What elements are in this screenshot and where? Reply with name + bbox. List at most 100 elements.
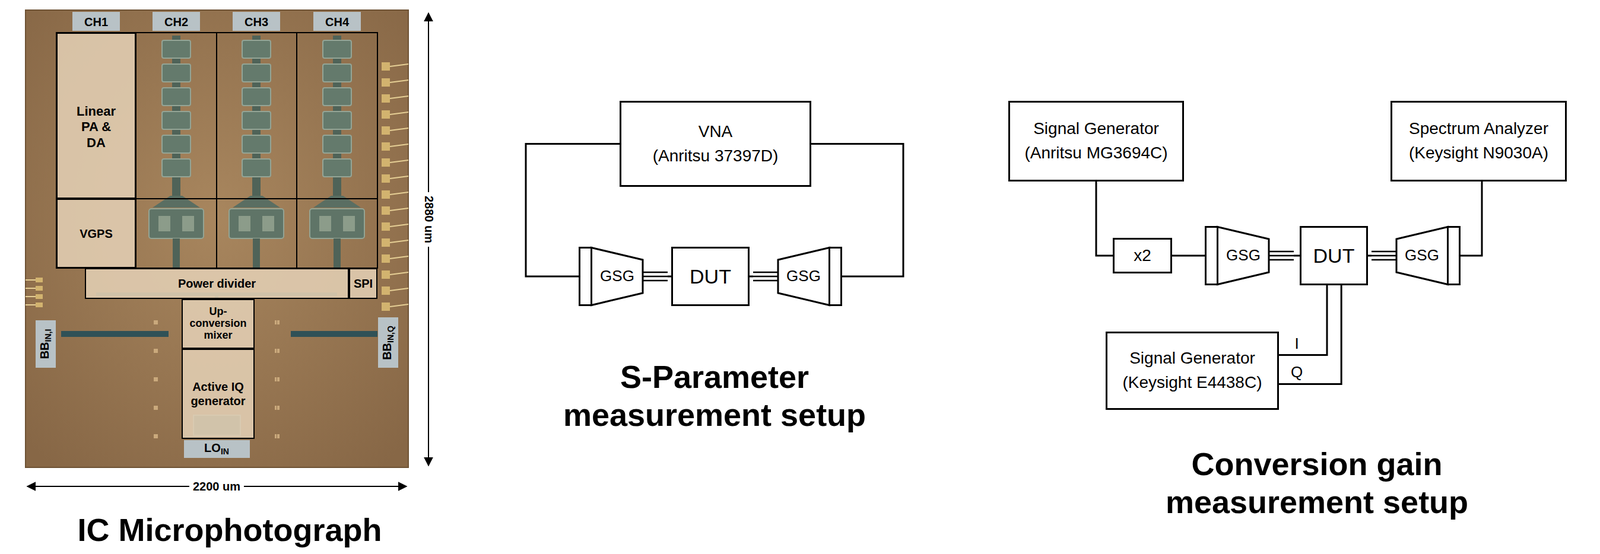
connector-line: [1293, 255, 1300, 257]
channel-label: CH1: [84, 15, 109, 30]
probe-tip: [1371, 259, 1397, 262]
chip-block: Up-conversion mixer: [181, 299, 255, 349]
pin-label: BBIN,I: [37, 329, 53, 360]
probe-tip: [753, 275, 779, 278]
multiplier-box: x2: [1112, 237, 1173, 274]
probe-body: [778, 248, 830, 306]
via-row: [274, 320, 280, 440]
chip-block: SPI: [348, 268, 378, 300]
probe-tip: [1371, 251, 1397, 253]
caption: Conversion gain measurement setup: [1165, 446, 1469, 520]
baseband-line: [61, 331, 169, 338]
caption: S-Parameter measurement setup: [563, 359, 866, 433]
probe-tip: [753, 280, 779, 282]
chip-block: Active IQ generator: [181, 348, 255, 440]
signal-label: I: [1292, 335, 1301, 352]
via-row: [153, 320, 159, 440]
box-label: (Anritsu MG3694C): [1024, 141, 1168, 166]
probe-label: GSG: [1404, 246, 1440, 265]
bond-pad: [35, 277, 43, 283]
baseband-line: [290, 331, 378, 338]
connector-line: [1172, 255, 1205, 257]
caption: IC Microphotograph: [77, 512, 383, 548]
dc-pads: [381, 62, 409, 319]
channel-label: CH2: [164, 15, 189, 30]
probe-label-area: GSG: [778, 246, 830, 307]
block-label: SPI: [353, 276, 373, 291]
pa-chain: [229, 35, 284, 269]
bb-pad: [378, 317, 399, 368]
pin-label: BBIN,Q: [380, 325, 396, 361]
connector-line: [749, 275, 754, 278]
probe-shape: [1205, 227, 1295, 285]
rf-pad: [232, 11, 281, 31]
probe-label-area: GSG: [1217, 226, 1269, 286]
bond-wire: [25, 280, 36, 306]
gsg-probe: GSG: [753, 246, 843, 307]
probe-flange: [829, 248, 842, 306]
probe-tip: [642, 271, 668, 274]
probe-flange: [1448, 227, 1460, 285]
subscript: IN,Q: [386, 325, 396, 344]
block-label: Up-conversion mixer: [185, 306, 252, 342]
probe-body: [591, 248, 644, 306]
block-grid: [56, 32, 378, 269]
subscript: IN,I: [43, 329, 54, 343]
pa-chain: [309, 35, 365, 269]
dut-box: DUT: [671, 246, 750, 307]
channel-label: CH1: [84, 15, 109, 29]
box-label: DUT: [1313, 243, 1355, 269]
connector-line: [1096, 181, 1113, 256]
box-label: VNA: [698, 119, 733, 145]
channel-label: CH4: [325, 15, 349, 29]
probe-body: [1396, 227, 1449, 285]
probe-body: [1217, 227, 1270, 285]
probe-tip: [1371, 255, 1397, 257]
box-label: (Keysight N9030A): [1408, 141, 1549, 166]
rf-pad: [313, 11, 361, 31]
box-label: Spectrum Analyzer: [1408, 116, 1549, 142]
instrument-box: Signal Generator(Keysight E4438C): [1105, 331, 1279, 411]
caption: Conversion gain measurement setup: [1138, 445, 1495, 522]
probe-tip: [1268, 251, 1294, 253]
connector-line: [1278, 285, 1342, 384]
channel-label: CH3: [244, 15, 269, 30]
chip-block: Power divider: [84, 268, 349, 300]
channel-label: CH4: [325, 15, 349, 30]
dut-box: DUT: [1299, 226, 1368, 286]
instrument-box: Spectrum Analyzer(Keysight N9030A): [1390, 100, 1567, 182]
probe-tip: [753, 271, 779, 274]
probe-tip: [1268, 259, 1294, 262]
dimension-label: 2880 um: [421, 192, 436, 247]
pin-label: LO: [204, 441, 221, 455]
probe-shape: [1371, 227, 1460, 285]
box-label: DUT: [689, 264, 732, 290]
probe-flange: [579, 248, 592, 306]
chip-block: Linear PA & DA: [56, 32, 136, 199]
channel-label: CH2: [164, 15, 189, 29]
gsg-probe: GSG: [1204, 226, 1294, 286]
pin-label: LOIN: [204, 441, 230, 457]
probe-flange: [1205, 227, 1218, 285]
box-label: (Keysight E4438C): [1122, 370, 1262, 396]
box-label: x2: [1133, 245, 1152, 266]
caption: S-Parameter measurement setup: [536, 358, 893, 434]
connector-line: [1460, 181, 1482, 256]
chip-die: [25, 10, 409, 468]
connector-line: [1367, 255, 1372, 257]
gsg-probe: GSG: [578, 246, 668, 307]
connector-line: [1278, 285, 1328, 356]
instrument-box: Signal Generator(Anritsu MG3694C): [1008, 100, 1184, 182]
box-label: Signal Generator: [1129, 346, 1256, 371]
probe-shape: [579, 248, 669, 306]
channel-label: CH3: [244, 15, 269, 29]
signal-label: Q: [1289, 364, 1305, 380]
block-label: Active IQ generator: [186, 379, 250, 409]
probe-label-area: GSG: [591, 246, 643, 307]
bond-pad: [35, 286, 43, 291]
bb-pad: [35, 320, 56, 368]
bond-pad: [35, 294, 43, 300]
probe-label: GSG: [1226, 246, 1261, 265]
probe-label: GSG: [786, 267, 821, 286]
